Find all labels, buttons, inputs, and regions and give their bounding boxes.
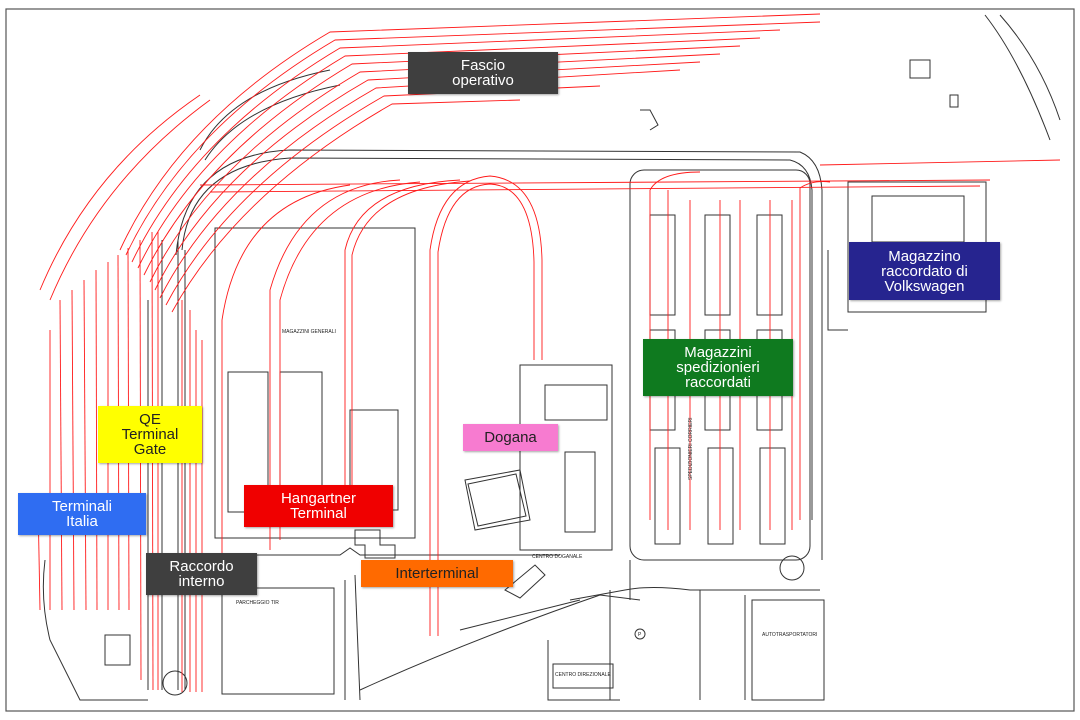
label-qe-terminal-gate: QE Terminal Gate	[98, 406, 202, 463]
autotrasportatori-text: AUTOTRASPORTATORI	[762, 632, 817, 638]
label-terminali-italia: Terminali Italia	[18, 493, 146, 535]
plan-border	[5, 8, 1075, 712]
label-dogana: Dogana	[463, 424, 558, 451]
label-interterminal: Interterminal	[361, 560, 513, 587]
spedizionieri-corrieri-text: SPEDIZIONIERI CORRIERI	[688, 417, 694, 480]
parking-p-symbol: P	[638, 632, 642, 638]
magazzini-generali-text: MAGAZZINI GENERALI	[282, 329, 336, 335]
label-hangartner-terminal: Hangartner Terminal	[244, 485, 393, 527]
centro-doganale-text: CENTRO DOGANALE	[532, 554, 583, 560]
plan-linework	[42, 14, 1061, 701]
plan-annotations: MAGAZZINI GENERALI CENTRO DOGANALE PARCH…	[236, 329, 817, 678]
label-raccordo-interno: Raccordo interno	[146, 553, 257, 595]
label-fascio-operativo: Fascio operativo	[408, 52, 558, 94]
label-magazzino-volkswagen: Magazzino raccordato di Volkswagen	[849, 242, 1000, 300]
label-magazzini-spedizionieri: Magazzini spedizionieri raccordati	[643, 339, 793, 396]
centro-direzionale-text: CENTRO DIREZIONALE	[555, 672, 612, 678]
parcheggio-tir-text: PARCHEGGIO TIR	[236, 600, 279, 606]
